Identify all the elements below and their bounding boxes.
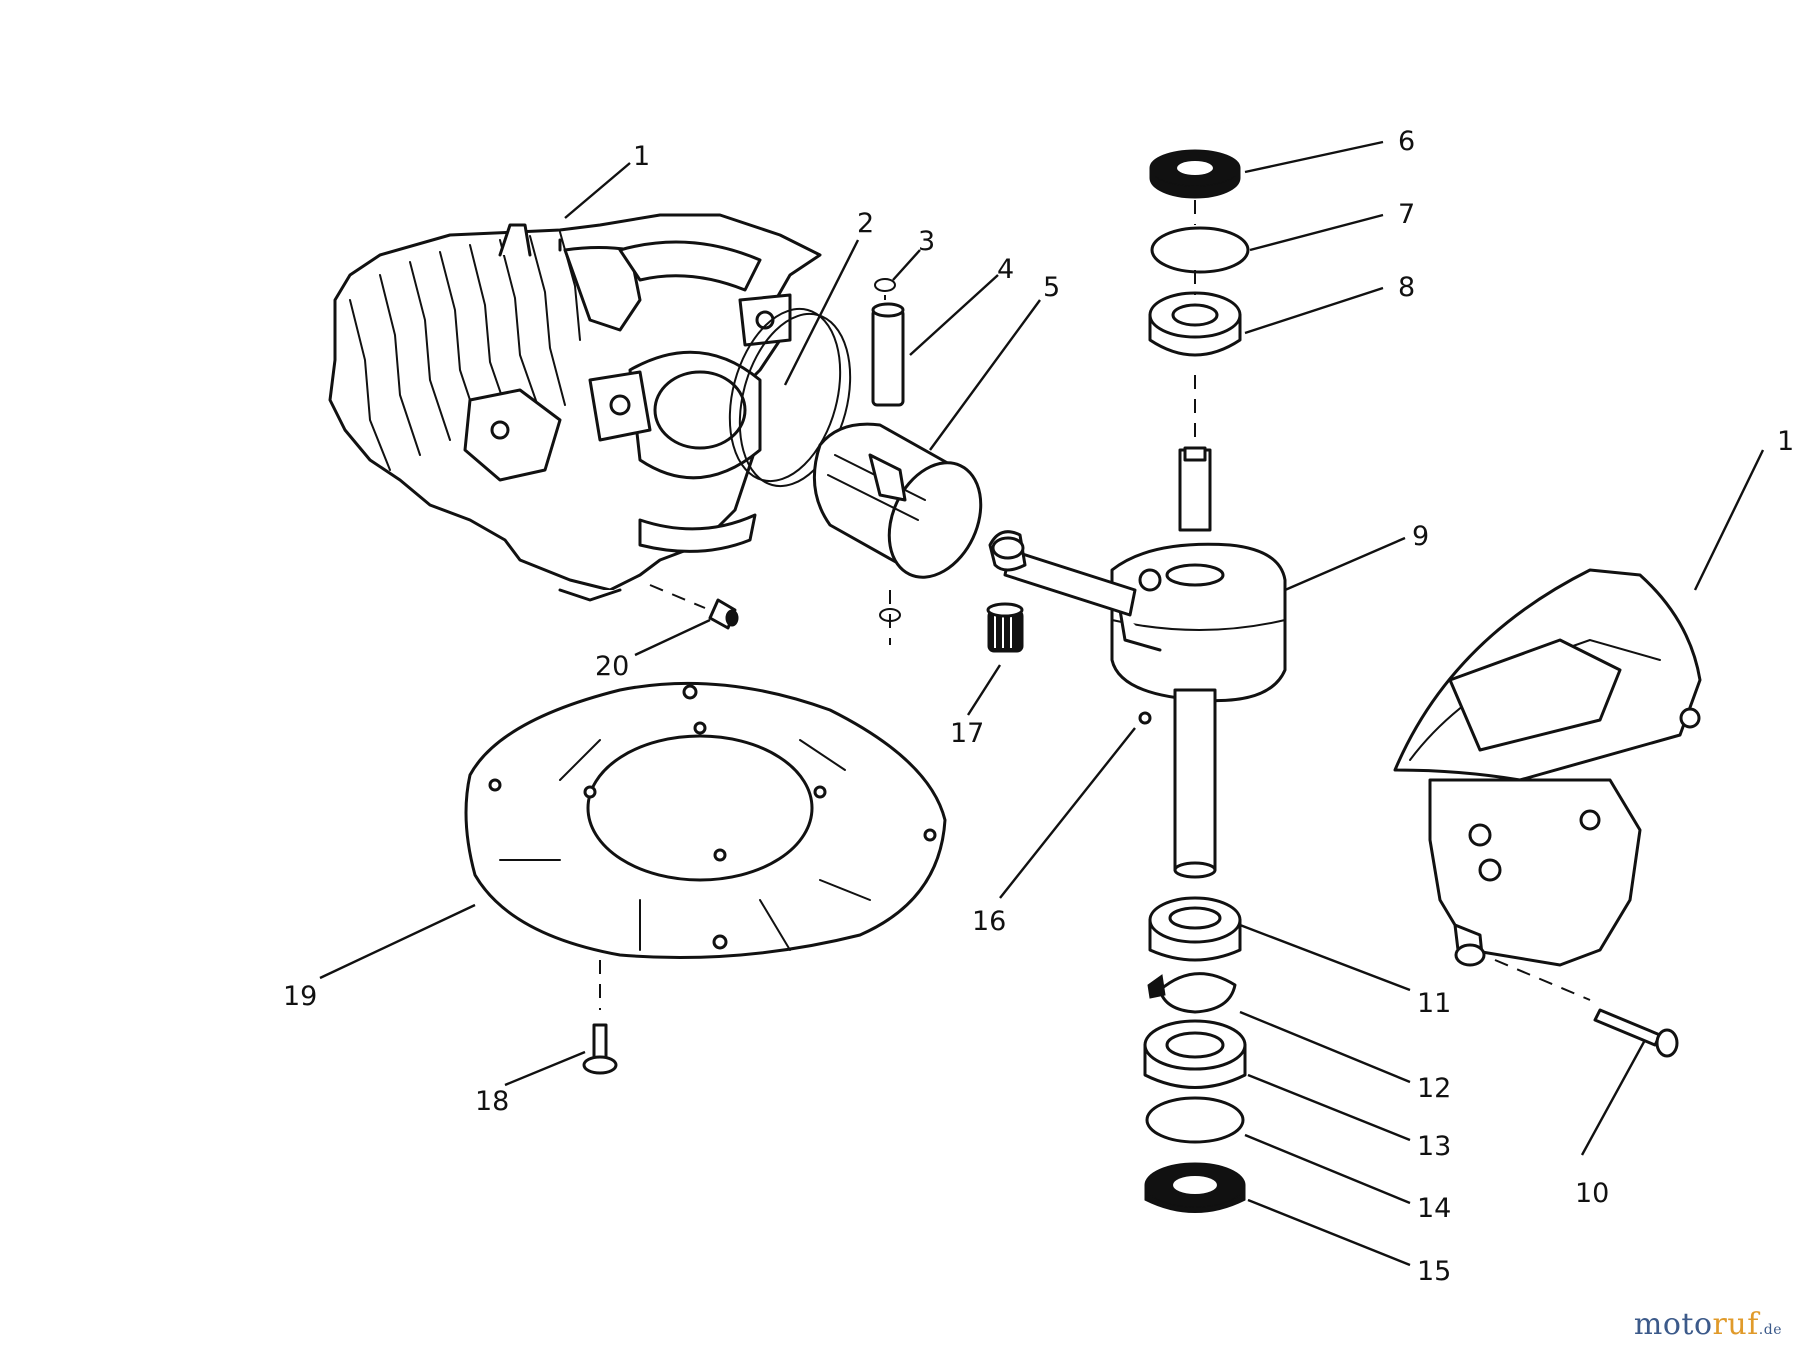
part-label-11: 11 bbox=[1417, 988, 1451, 1019]
crankcase-half-drawing bbox=[1393, 568, 1702, 967]
circlip-top-drawing bbox=[874, 278, 896, 292]
part-label-15: 15 bbox=[1417, 1256, 1451, 1287]
dowel-pin-drawing bbox=[708, 598, 739, 630]
part-label-10: 10 bbox=[1575, 1178, 1609, 1209]
part-label-2: 2 bbox=[857, 208, 874, 239]
part-label-13: 13 bbox=[1417, 1131, 1451, 1162]
part-label-14: 14 bbox=[1417, 1193, 1451, 1224]
ring-top-drawing bbox=[1150, 226, 1250, 274]
bearing-top-drawing bbox=[1148, 291, 1242, 357]
leader-lines bbox=[319, 140, 1765, 1267]
bolt-drawing bbox=[1593, 1008, 1679, 1058]
part-label-18: 18 bbox=[475, 1086, 509, 1117]
screw-drawing bbox=[582, 1023, 618, 1075]
connecting-rod-drawing bbox=[988, 530, 1137, 617]
bearing-lower-2-drawing bbox=[1143, 1019, 1247, 1089]
part-labels: 1 2 3 4 5 6 7 8 9 1 10 11 12 13 14 15 16… bbox=[283, 126, 1794, 1287]
engine-block-drawing bbox=[328, 213, 822, 602]
part-label-8: 8 bbox=[1398, 272, 1415, 303]
base-plate-drawing bbox=[464, 681, 947, 959]
piston-pin-drawing bbox=[871, 302, 905, 407]
part-label-6: 6 bbox=[1398, 126, 1415, 157]
part-label-1-block: 1 bbox=[633, 141, 650, 172]
retaining-clip-drawing bbox=[1147, 972, 1237, 1014]
watermark-main: moto bbox=[1633, 1307, 1713, 1342]
needle-bearing-drawing bbox=[986, 602, 1024, 653]
part-label-9: 9 bbox=[1412, 521, 1429, 552]
part-label-16: 16 bbox=[972, 906, 1006, 937]
seal-top-drawing bbox=[1149, 149, 1241, 199]
part-label-19: 19 bbox=[283, 981, 317, 1012]
watermark-accent: ruf bbox=[1712, 1307, 1759, 1342]
part-label-3: 3 bbox=[918, 226, 935, 257]
seal-lower-drawing bbox=[1144, 1162, 1246, 1213]
bearing-lower-drawing bbox=[1148, 896, 1242, 962]
crankshaft-drawing bbox=[1110, 446, 1287, 879]
part-label-4: 4 bbox=[997, 254, 1014, 285]
woodruff-key-drawing bbox=[1138, 711, 1152, 725]
watermark-tld: .de bbox=[1758, 1322, 1782, 1338]
part-label-20: 20 bbox=[595, 651, 629, 682]
ring-lower-drawing bbox=[1145, 1096, 1245, 1144]
part-label-17: 17 bbox=[950, 718, 984, 749]
part-label-1-crankcase: 1 bbox=[1777, 426, 1794, 457]
part-label-5: 5 bbox=[1043, 272, 1060, 303]
part-label-12: 12 bbox=[1417, 1073, 1451, 1104]
watermark-logo: motoruf.de bbox=[1634, 1307, 1782, 1342]
part-label-7: 7 bbox=[1398, 199, 1415, 230]
piston-drawing bbox=[812, 422, 983, 579]
piston-rings-drawing bbox=[728, 307, 852, 488]
